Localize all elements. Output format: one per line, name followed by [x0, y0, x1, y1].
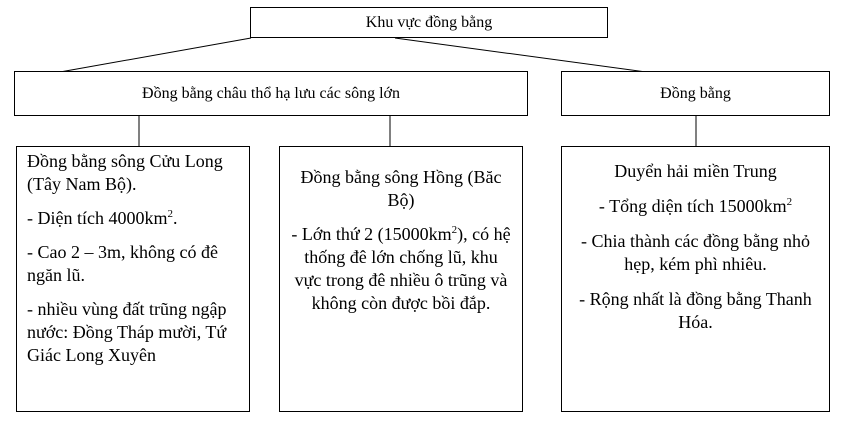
central-coast-divided: - Chia thành các đồng bằng nhỏ hẹp, kém … [581, 231, 810, 274]
connector-root-to-right [394, 37, 647, 73]
central-coast-area: - Tổng diện tích 15000km2 [598, 196, 793, 216]
delta-plains-node-title: Đồng bằng châu thổ hạ lưu các sông lớn [142, 84, 400, 102]
mekong-area: - Diện tích 4000km2. [27, 208, 178, 228]
mekong-title: Đồng bằng sông Cửu Long (Tây Nam Bộ). [27, 151, 223, 194]
central-coast-box: Duyển hải miền Trung - Tổng diện tích 15… [561, 146, 830, 412]
red-river-title: Đồng bằng sông Hồng (Băc Bộ) [300, 167, 502, 210]
mekong-height: - Cao 2 – 3m, không có đê ngăn lũ. [27, 242, 218, 285]
mekong-lowlands: - nhiều vùng đất trũng ngập nước: Đồng T… [27, 299, 227, 365]
root-node-box: Khu vực đồng bằng [250, 7, 608, 38]
root-node-title: Khu vực đồng bằng [365, 13, 493, 31]
mekong-delta-box: Đồng bằng sông Cửu Long (Tây Nam Bộ). - … [16, 146, 250, 412]
plains-node-title: Đồng bằng [660, 84, 731, 102]
plains-node-box: Đồng bằng [561, 71, 830, 116]
red-river-delta-box: Đồng bằng sông Hồng (Băc Bộ) - Lớn thứ 2… [279, 146, 523, 412]
red-river-detail: - Lớn thứ 2 (15000km2), có hệ thống đê l… [291, 224, 511, 313]
central-coast-title: Duyển hải miền Trung [614, 161, 777, 181]
central-coast-largest: - Rộng nhất là đồng bằng Thanh Hóa. [579, 289, 812, 332]
delta-plains-node-box: Đồng bằng châu thổ hạ lưu các sông lớn [14, 71, 528, 116]
connector-root-to-left [59, 37, 252, 73]
